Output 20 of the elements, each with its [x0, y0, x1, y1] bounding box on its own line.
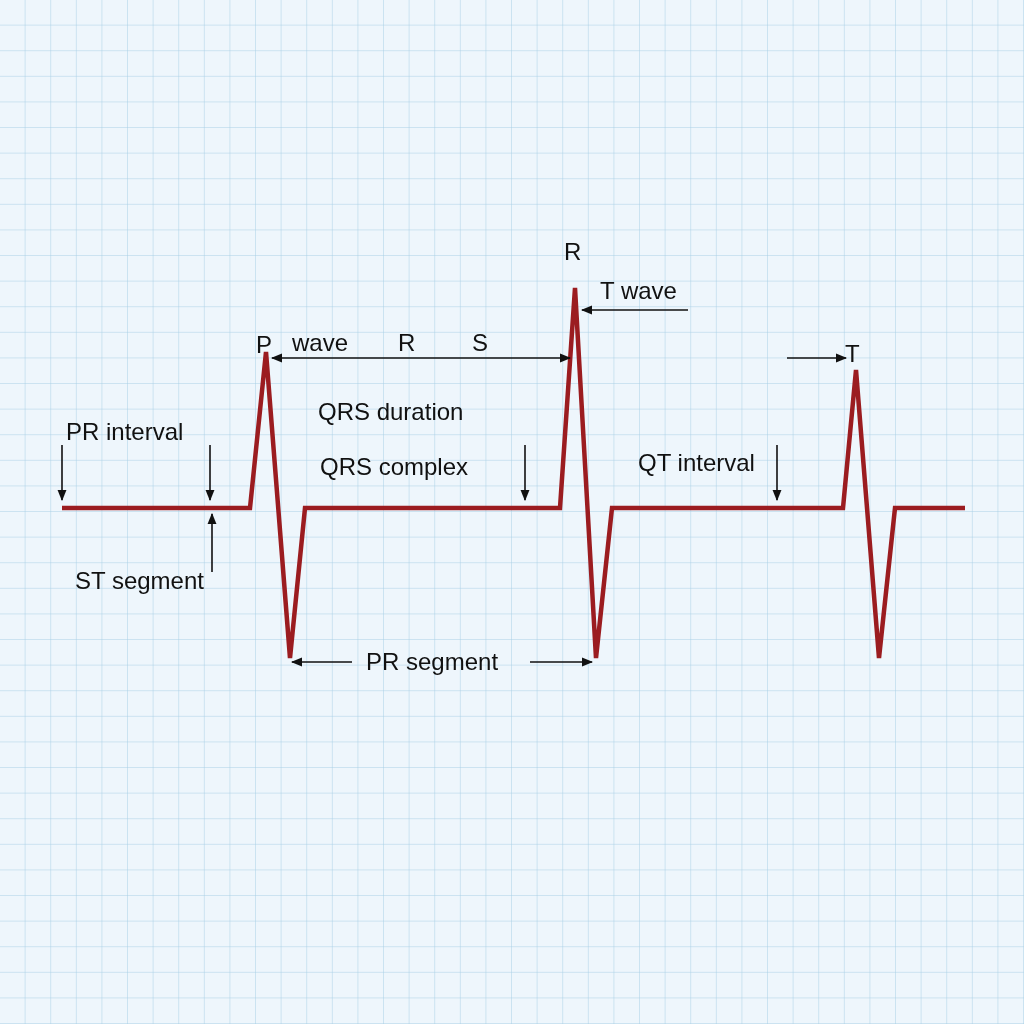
arrow	[580, 305, 689, 315]
annotation-text: QT interval	[638, 451, 755, 475]
wave-letter: R	[564, 240, 582, 264]
arrow	[772, 444, 782, 502]
arrow	[520, 444, 530, 502]
annotation-text: PR interval	[66, 420, 184, 444]
annotation-text: QRS duration	[318, 400, 464, 424]
annotation-text: PR segment	[366, 650, 499, 674]
annotation-text: QRS complex	[320, 455, 469, 479]
wave-letter: T	[845, 342, 860, 366]
annotation-text: T wave	[600, 279, 677, 303]
annotation-text: wave	[292, 331, 349, 355]
wave-letter: P	[256, 333, 272, 357]
arrow	[207, 512, 217, 573]
annotation-text: ST segment	[75, 569, 204, 593]
arrow	[786, 353, 848, 363]
wave-letter: S	[472, 331, 488, 355]
wave-letter: R	[398, 331, 416, 355]
arrow	[205, 444, 215, 502]
arrow	[57, 444, 67, 502]
